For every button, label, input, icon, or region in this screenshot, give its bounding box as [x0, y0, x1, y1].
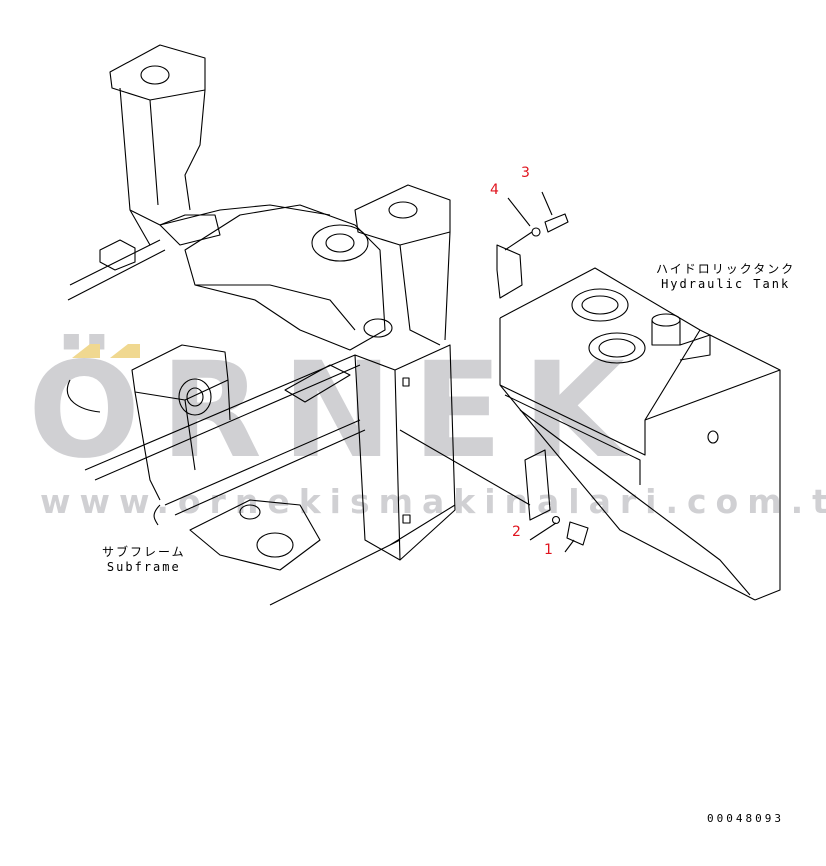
subframe-label: サブフレーム Subframe: [102, 545, 186, 575]
callout-2[interactable]: 2: [512, 524, 521, 540]
hydraulic-tank-label-jp: ハイドロリックタンク: [656, 262, 796, 276]
drawing-code: 00048093: [707, 812, 784, 825]
subframe-drawing: [66, 44, 456, 606]
hydraulic-tank-label-en: Hydraulic Tank: [661, 277, 791, 291]
hydraulic-tank-drawing: [399, 191, 781, 601]
callout-4[interactable]: 4: [490, 182, 499, 198]
subframe-label-jp: サブフレーム: [102, 545, 186, 559]
watermark-accent: [72, 344, 100, 358]
watermark-url: www.ornekismakinalari.com.tr: [40, 482, 826, 521]
watermark-accent: [110, 344, 140, 358]
callout-1[interactable]: 1: [544, 542, 553, 558]
hydraulic-tank-label: ハイドロリックタンク Hydraulic Tank: [656, 262, 795, 292]
callout-3[interactable]: 3: [521, 165, 530, 181]
subframe-label-en: Subframe: [106, 560, 181, 574]
